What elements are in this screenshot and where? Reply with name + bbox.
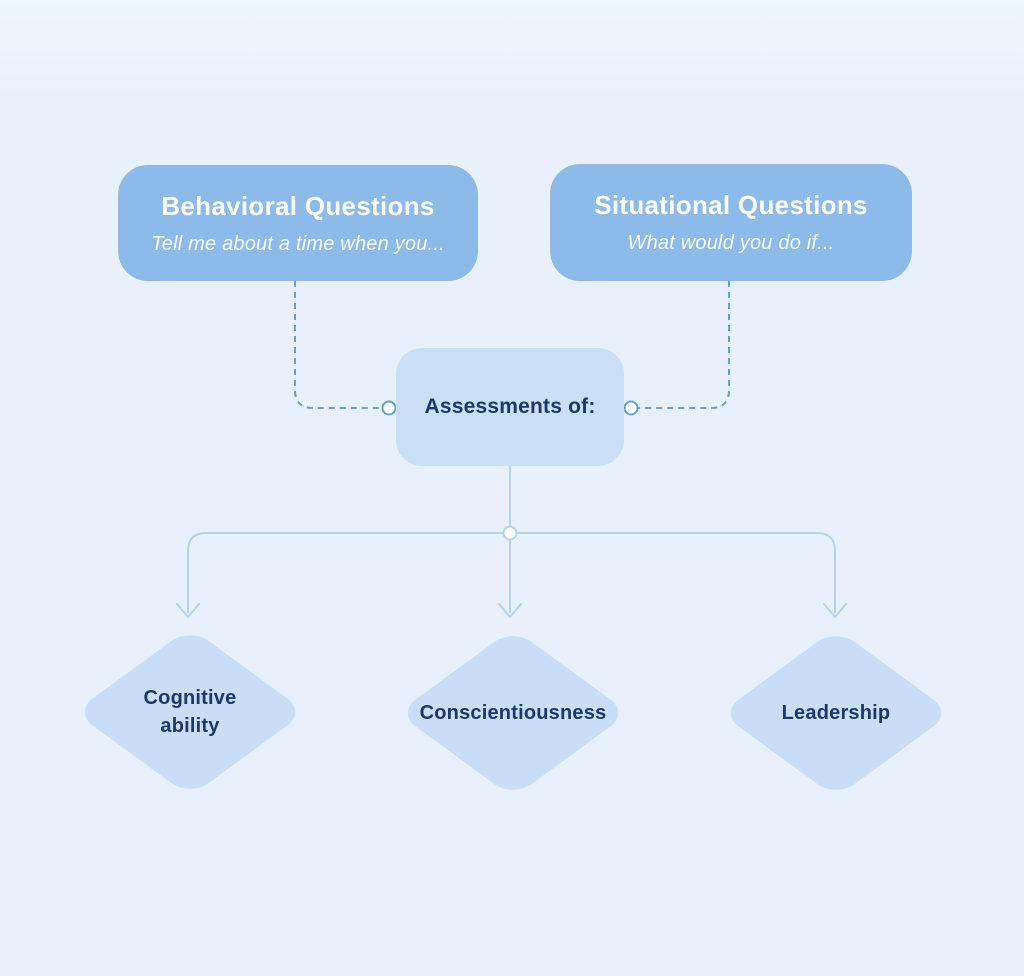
leadership-label: Leadership xyxy=(781,702,891,724)
behavioral-title: Behavioral Questions xyxy=(161,190,435,221)
connector-endpoint-dot-right xyxy=(623,400,639,416)
node-behavioral-questions: Behavioral Questions Tell me about a tim… xyxy=(118,165,478,281)
arrowhead-middle-icon xyxy=(498,603,522,618)
dashed-connector-behavioral xyxy=(294,281,382,409)
tree-junction-dot xyxy=(502,525,518,541)
behavioral-subtitle: Tell me about a time when you... xyxy=(151,232,445,255)
assessments-label: Assessments of: xyxy=(424,395,596,418)
node-situational-questions: Situational Questions What would you do … xyxy=(550,164,912,281)
arrowhead-left-icon xyxy=(176,603,200,618)
arrowhead-right-icon xyxy=(823,603,847,618)
tree-branch-right xyxy=(517,532,836,613)
connector-endpoint-dot-left xyxy=(381,400,397,416)
conscientiousness-label: Conscientiousness xyxy=(419,702,607,724)
dashed-connector-situational xyxy=(638,281,730,409)
cognitive-ability-label: Cognitive ability xyxy=(143,687,237,737)
node-assessments: Assessments of: xyxy=(396,348,624,466)
tree-branch-left xyxy=(187,532,503,613)
situational-title: Situational Questions xyxy=(594,190,868,220)
situational-subtitle: What would you do if... xyxy=(627,232,835,254)
